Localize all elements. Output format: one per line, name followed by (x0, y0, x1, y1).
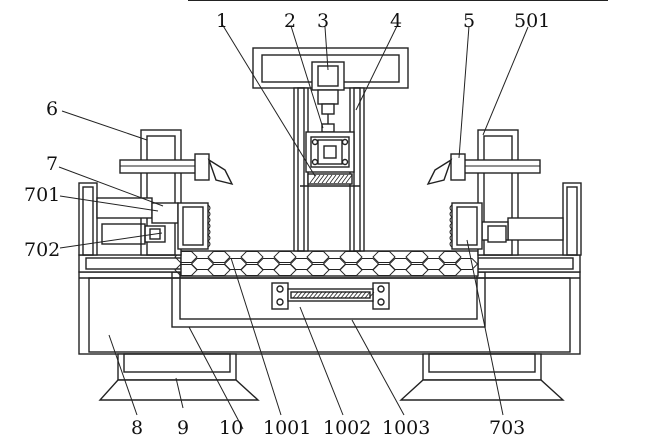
slot-assembly (271, 282, 390, 310)
label-703: 703 (489, 417, 525, 439)
label-7: 7 (46, 153, 58, 175)
hatch-line (317, 174, 325, 184)
hex-cell (438, 251, 462, 263)
hex-cell (207, 251, 231, 263)
hatch-line (316, 291, 323, 299)
hex-cell (240, 264, 264, 276)
hex-cell (405, 264, 429, 276)
hatch-line (341, 174, 349, 184)
coupling (321, 123, 335, 133)
honeycomb-belt (174, 250, 479, 277)
label-4: 4 (390, 10, 402, 32)
cutter-bar (307, 173, 353, 185)
hex-cell (372, 251, 396, 263)
hatch-line (352, 291, 359, 299)
right-side-assembly (426, 129, 582, 256)
label-1002: 1002 (323, 417, 371, 439)
hatch-line (332, 291, 339, 299)
label-701: 701 (24, 184, 60, 206)
label-10: 10 (219, 417, 243, 439)
label-1: 1 (216, 10, 228, 32)
hatch-line (328, 291, 335, 299)
hex-cell (438, 264, 462, 276)
central-gantry (252, 47, 409, 252)
label-501: 501 (514, 10, 550, 32)
hatch-line (337, 174, 345, 184)
hex-cell (207, 264, 231, 276)
hatch-line (309, 174, 317, 184)
left-cylinder (96, 197, 153, 219)
hatch-line (304, 291, 311, 299)
right-cylinder (507, 217, 564, 241)
hatch-line (345, 174, 353, 184)
label-2: 2 (284, 10, 296, 32)
slot-window (290, 291, 371, 299)
hex-cell (372, 264, 396, 276)
hex-cell (174, 264, 198, 276)
hatch-line (321, 174, 329, 184)
label-702: 702 (24, 239, 60, 261)
hatch-line (348, 291, 355, 299)
hex-cell (339, 264, 363, 276)
hatch-line (300, 291, 307, 299)
hatch-line (344, 291, 351, 299)
clamp-head (305, 131, 355, 173)
right-foot (399, 353, 565, 401)
hex-cell (306, 264, 330, 276)
label-1001: 1001 (263, 417, 311, 439)
right-nozzle (426, 158, 453, 186)
hatch-line (325, 174, 333, 184)
hex-cell (273, 264, 297, 276)
callout-labels: 1 2 3 4 5 501 6 7 701 702 8 9 10 1001 10… (24, 10, 550, 439)
hatch-line (340, 291, 347, 299)
hex-cell (405, 251, 429, 263)
hex-cell (240, 251, 264, 263)
label-6: 6 (46, 98, 58, 120)
hatch-line (313, 174, 321, 184)
label-8: 8 (131, 417, 143, 439)
hatch-line (320, 291, 327, 299)
left-side-assembly (78, 129, 234, 256)
hatch-line (336, 291, 343, 299)
hatch-line (296, 291, 303, 299)
hex-cell (306, 251, 330, 263)
label-5: 5 (463, 10, 475, 32)
hex-cell (273, 251, 297, 263)
leader-lines (58, 23, 529, 430)
hatch-line (368, 291, 375, 299)
base-body (78, 271, 581, 355)
left-nozzle (207, 158, 234, 186)
hatch-line (324, 291, 331, 299)
label-3: 3 (317, 10, 329, 32)
hatch-line (329, 174, 337, 184)
hatch-line (364, 291, 371, 299)
hatch-line (308, 291, 315, 299)
hex-cell (339, 251, 363, 263)
hatch-line (360, 291, 367, 299)
hatch-line (333, 174, 341, 184)
label-1003: 1003 (382, 417, 430, 439)
hatch-line (292, 291, 299, 299)
hatch-line (356, 291, 363, 299)
hatch-line (312, 291, 319, 299)
label-9: 9 (177, 417, 189, 439)
